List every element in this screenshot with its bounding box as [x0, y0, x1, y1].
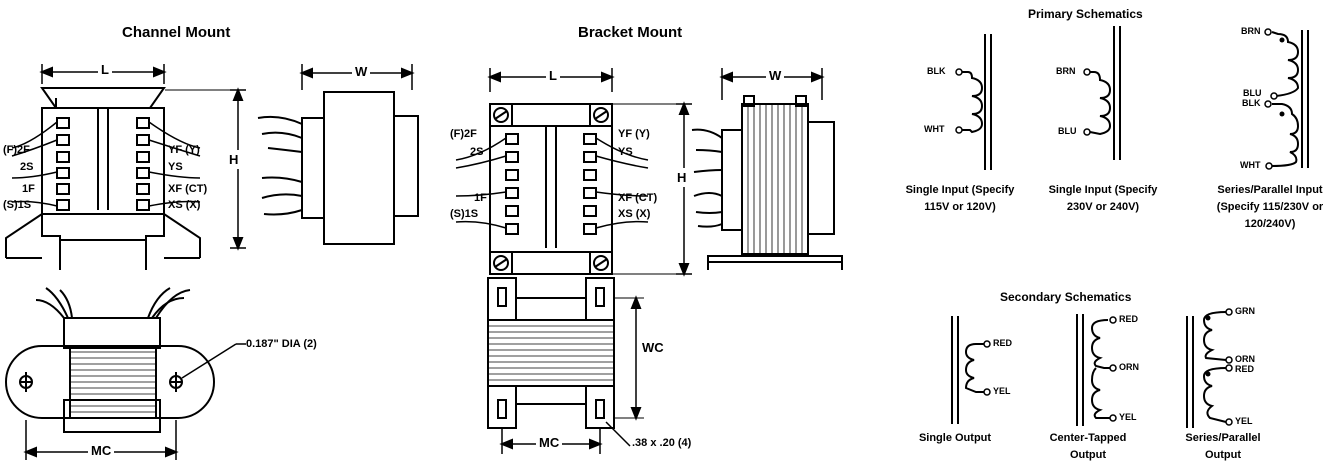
primary-2-wire-blu: BLU [1058, 126, 1077, 136]
primary-3-wire-brn: BRN [1241, 26, 1261, 36]
channel-bottom-view [5, 287, 246, 460]
secondary-3-wire-red: RED [1235, 364, 1255, 374]
primary-3-wire-blu: BLU [1243, 88, 1262, 98]
bracket-pin-ys: YS [618, 146, 633, 158]
secondary-2-wire-red: RED [1119, 314, 1139, 324]
secondary-3-wire-orn: ORN [1235, 354, 1255, 364]
secondary-2-wire-yel: YEL [1119, 412, 1137, 422]
secondary-2-wire-orn: ORN [1119, 362, 1139, 372]
primary-schematics-title: Primary Schematics [1028, 7, 1143, 21]
channel-pin-ys: YS [168, 161, 183, 173]
bracket-dim-mc: MC [536, 435, 563, 450]
primary-1-wire-wht: WHT [924, 124, 945, 134]
channel-pin-2s: 2S [20, 161, 34, 173]
primary-2-wire-brn: BRN [1056, 66, 1076, 76]
channel-dim-h: H [226, 150, 242, 169]
channel-pin-yf: YF (Y) [168, 144, 200, 156]
secondary-2-caption: Center-Tapped Output [1049, 432, 1127, 461]
bracket-pin-xs: XS (X) [618, 208, 651, 220]
primary-3-caption: Series/Parallel Input (Specify 115/230V … [1216, 184, 1324, 230]
channel-pin-xf: XF (CT) [168, 183, 208, 195]
bracket-mount-title: Bracket Mount [578, 24, 683, 41]
primary-1-wire-blk: BLK [927, 66, 946, 76]
secondary-3-wire-grn: GRN [1235, 306, 1255, 316]
channel-dim-l: L [98, 62, 112, 77]
secondary-3-wire-yel: YEL [1235, 416, 1253, 426]
bracket-side-view [691, 68, 843, 270]
bracket-pin-2s: 2S [470, 146, 484, 158]
bracket-dim-l: L [546, 68, 560, 83]
channel-dim-w: W [352, 64, 371, 79]
bracket-pin-1f: 1F [474, 192, 487, 204]
secondary-3-caption: Series/Parallel Output [1185, 432, 1261, 461]
bracket-pin-1s: (S)1S [450, 208, 479, 220]
bracket-dim-w: W [766, 68, 785, 83]
primary-3-wire-wht: WHT [1240, 160, 1261, 170]
secondary-1-caption: Single Output [918, 432, 992, 444]
bracket-pin-yf: YF (Y) [618, 128, 650, 140]
primary-3-wire-blk: BLK [1242, 98, 1261, 108]
channel-pin-xs: XS (X) [168, 199, 201, 211]
primary-2-caption: Single Input (Specify 230V or 240V) [1048, 184, 1158, 213]
channel-hole-note: 0.187" DIA (2) [246, 338, 317, 350]
bracket-slot-note: .38 x .20 (4) [632, 437, 692, 449]
channel-mount-title: Channel Mount [122, 24, 231, 41]
secondary-1-wire-red: RED [993, 338, 1013, 348]
bracket-pin-xf: XF (CT) [618, 192, 658, 204]
channel-dim-mc: MC [88, 443, 115, 458]
channel-pin-2f: (F)2F [3, 144, 30, 156]
bracket-dim-wc: WC [640, 340, 666, 355]
channel-terminal-strip [56, 117, 150, 211]
primary-1-caption: Single Input (Specify 115V or 120V) [905, 184, 1015, 213]
channel-pin-1s: (S)1S [3, 199, 32, 211]
bracket-dim-h: H [674, 168, 690, 187]
secondary-schematics-title: Secondary Schematics [1000, 290, 1132, 304]
channel-pin-1f: 1F [22, 183, 35, 195]
bracket-pin-2f: (F)2F [450, 128, 477, 140]
secondary-1-wire-yel: YEL [993, 386, 1011, 396]
bracket-bottom-view [487, 277, 644, 454]
